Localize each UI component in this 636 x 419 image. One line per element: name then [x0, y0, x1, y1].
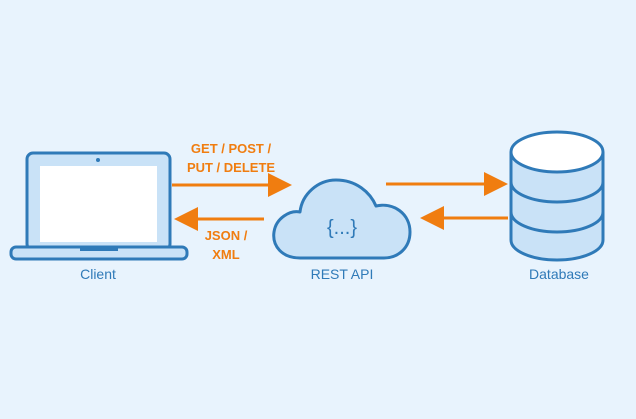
cloud-icon: {...}	[272, 178, 412, 260]
api-glyph: {...}	[327, 217, 357, 239]
database-label: Database	[529, 266, 589, 282]
response-label-line2: XML	[212, 247, 240, 262]
laptop-icon	[9, 151, 189, 261]
request-label-line2: PUT / DELETE	[186, 160, 276, 175]
rest-api-label: REST API	[310, 266, 374, 282]
request-label-line1: GET / POST /	[190, 141, 272, 156]
database-icon	[509, 130, 605, 262]
response-label-line1: JSON /	[204, 228, 248, 243]
request-methods-label: GET / POST / PUT / DELETE	[176, 139, 286, 177]
client-label: Client	[80, 266, 116, 282]
response-format-label: JSON / XML	[196, 226, 256, 264]
